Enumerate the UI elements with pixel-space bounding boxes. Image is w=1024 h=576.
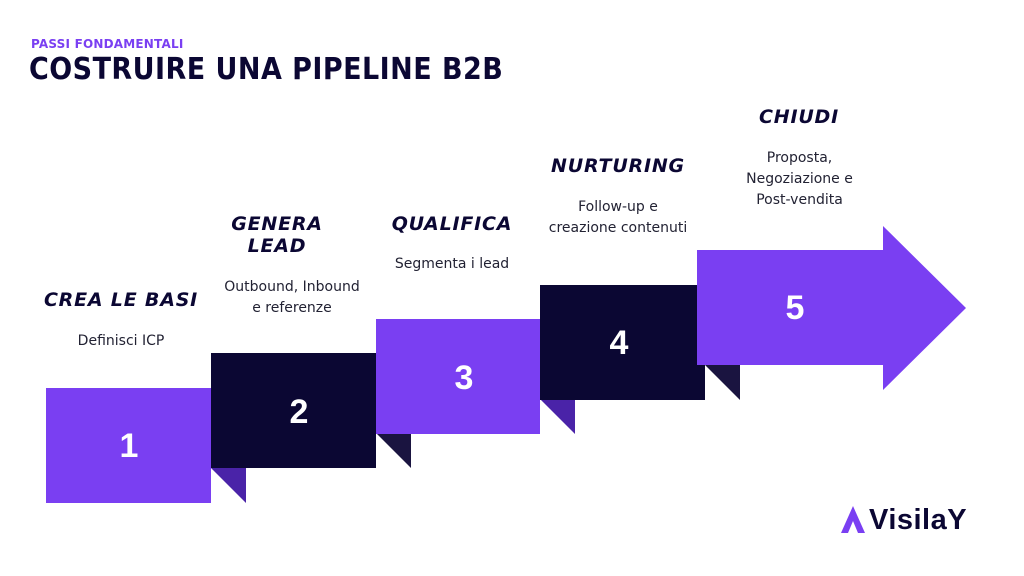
step-5-arrow: [697, 226, 966, 390]
step-2-title: GENERA LEAD: [231, 213, 323, 257]
step-5-desc-line: Negoziazione e: [746, 171, 853, 187]
step-2-desc: Outbound, Inbound e referenze: [207, 277, 377, 319]
step-4-number: 4: [609, 324, 629, 362]
step-1-fold: [211, 468, 246, 503]
step-2-number: 2: [289, 393, 309, 431]
step-1-title: CREA LE BASI: [43, 289, 199, 311]
visilay-a-icon: [841, 506, 865, 533]
step-2-fold: [376, 433, 411, 468]
step-1-box: [46, 388, 211, 503]
step-1-desc-line: Definisci ICP: [77, 333, 165, 349]
step-3-desc: Segmenta i lead: [376, 254, 528, 275]
step-2-desc-line: Outbound, Inbound: [224, 279, 360, 295]
step-4-box: [540, 285, 705, 400]
step-5-desc-line: Proposta,: [766, 150, 833, 166]
step-4-desc-line: Follow-up e: [578, 199, 658, 215]
step-1-desc: Definisci ICP: [46, 331, 196, 352]
step-4-fold: [705, 365, 740, 400]
step-4-desc: Follow-up e creazione contenuti: [528, 197, 708, 239]
step-4-desc-line: creazione contenuti: [548, 220, 688, 236]
step-2-box: [211, 353, 376, 468]
step-3-fold: [540, 399, 575, 434]
step-1-number: 1: [119, 427, 139, 465]
brand-logo: VisilaY: [840, 500, 967, 540]
step-3-box: [376, 319, 540, 434]
step-5-desc: Proposta, Negoziazione e Post-vendita: [727, 148, 872, 211]
step-3-title: QUALIFICA: [391, 213, 513, 235]
step-5-desc-line: Post-vendita: [756, 192, 843, 208]
kicker-label: PASSI FONDAMENTALI: [31, 37, 184, 51]
step-4-title: NURTURING: [551, 155, 685, 177]
page-title: COSTRUIRE UNA PIPELINE B2B: [29, 52, 504, 87]
step-2-desc-line: e referenze: [252, 300, 332, 316]
step-5-title: CHIUDI: [759, 106, 839, 128]
step-5-number: 5: [785, 289, 805, 327]
logo-wordmark: VisilaY: [869, 503, 968, 536]
step-3-number: 3: [454, 359, 474, 397]
step-3-desc-line: Segmenta i lead: [394, 256, 510, 272]
